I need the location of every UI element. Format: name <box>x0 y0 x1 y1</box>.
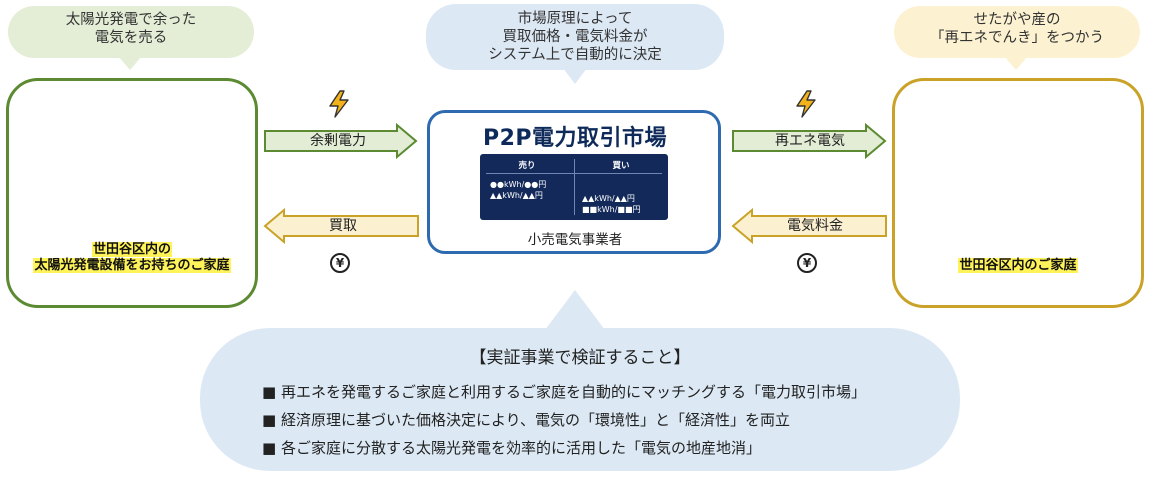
purchase-label: 買取 <box>329 218 357 234</box>
bubble-left-line-1: 太陽光発電で余った <box>65 12 197 28</box>
verification-item: ■ 経済原理に基づいた価格決定により、電気の「環境性」と「経済性」を両立 <box>262 411 791 429</box>
bubble-left-text: 太陽光発電で余った 電気を売る <box>8 11 254 47</box>
speech-bubble-right <box>894 6 1140 70</box>
solar-household-label-line-2: 太陽光発電設備をお持ちのご家庭 <box>33 258 231 273</box>
verification-item: ■ 各ご家庭に分散する太陽光発電を効率的に活用した「電気の地産地消」 <box>262 439 761 457</box>
verification-title: 【実証事業で検証すること】 <box>469 348 691 368</box>
yen-icon: ¥ <box>797 253 817 273</box>
bubble-center-line-1: 市場原理によって <box>517 11 633 27</box>
arrow-surplus-power <box>264 122 418 160</box>
board-divider <box>574 159 575 215</box>
bubble-center-text: 市場原理によって 買取価格・電気料金が システム上で自動的に決定 <box>426 10 724 64</box>
solar-household-label-line-1: 世田谷区内の <box>91 242 172 257</box>
sell-header: 売り <box>518 161 536 171</box>
lightning-bolt-icon <box>796 90 816 118</box>
verification-bubble <box>200 290 960 471</box>
board-header-line <box>486 173 662 174</box>
verification-list: ■ 再エネを発電するご家庭と利用するご家庭を自動的にマッチングする「電力取引市場… <box>262 378 962 462</box>
solar-household-label: 世田谷区内の 太陽光発電設備をお持ちのご家庭 <box>6 242 258 274</box>
buy-header: 買い <box>612 161 630 171</box>
renewable-power-label: 再エネ電気 <box>775 133 845 149</box>
yen-icon: ¥ <box>330 253 350 273</box>
electricity-fee-label: 電気料金 <box>787 218 843 234</box>
bubble-center-line-3: システム上で自動的に決定 <box>488 47 662 63</box>
surplus-power-label: 余剰電力 <box>310 133 366 149</box>
speech-bubble-center <box>426 4 724 84</box>
buy-line-2: ■■kWh/■■円 <box>582 205 641 214</box>
trade-board: 売り 買い ●●kWh/●●円 ▲▲kWh/▲▲円 ▲▲kWh/▲▲円 ■■kW… <box>480 154 668 220</box>
retailer-label: 小売電気事業者 <box>527 232 623 248</box>
arrow-electricity-fee <box>731 207 887 245</box>
bubble-right-line-1: せたがや産の <box>973 12 1061 28</box>
bubble-center-line-2: 買取価格・電気料金が <box>502 29 648 45</box>
household-label-text: 世田谷区内のご家庭 <box>958 258 1078 273</box>
lightning-bolt-icon <box>329 90 349 118</box>
bubble-left-line-2: 電気を売る <box>94 30 168 46</box>
arrow-renewable <box>732 122 887 160</box>
bubble-right-text: せたがや産の 「再エネでんき」をつかう <box>894 11 1140 47</box>
verification-item: ■ 再エネを発電するご家庭と利用するご家庭を自動的にマッチングする「電力取引市場… <box>262 383 866 401</box>
arrow-purchase <box>263 207 419 245</box>
household-label: 世田谷区内のご家庭 <box>892 258 1144 274</box>
buy-line-1: ▲▲kWh/▲▲円 <box>582 194 635 203</box>
bubble-right-line-2: 「再エネでんき」をつかう <box>930 30 1104 46</box>
market-title: P2P電力取引市場 <box>482 126 668 151</box>
sell-line-2: ▲▲kWh/▲▲円 <box>490 191 543 200</box>
sell-line-1: ●●kWh/●●円 <box>490 180 547 189</box>
speech-bubble-left <box>8 6 254 70</box>
